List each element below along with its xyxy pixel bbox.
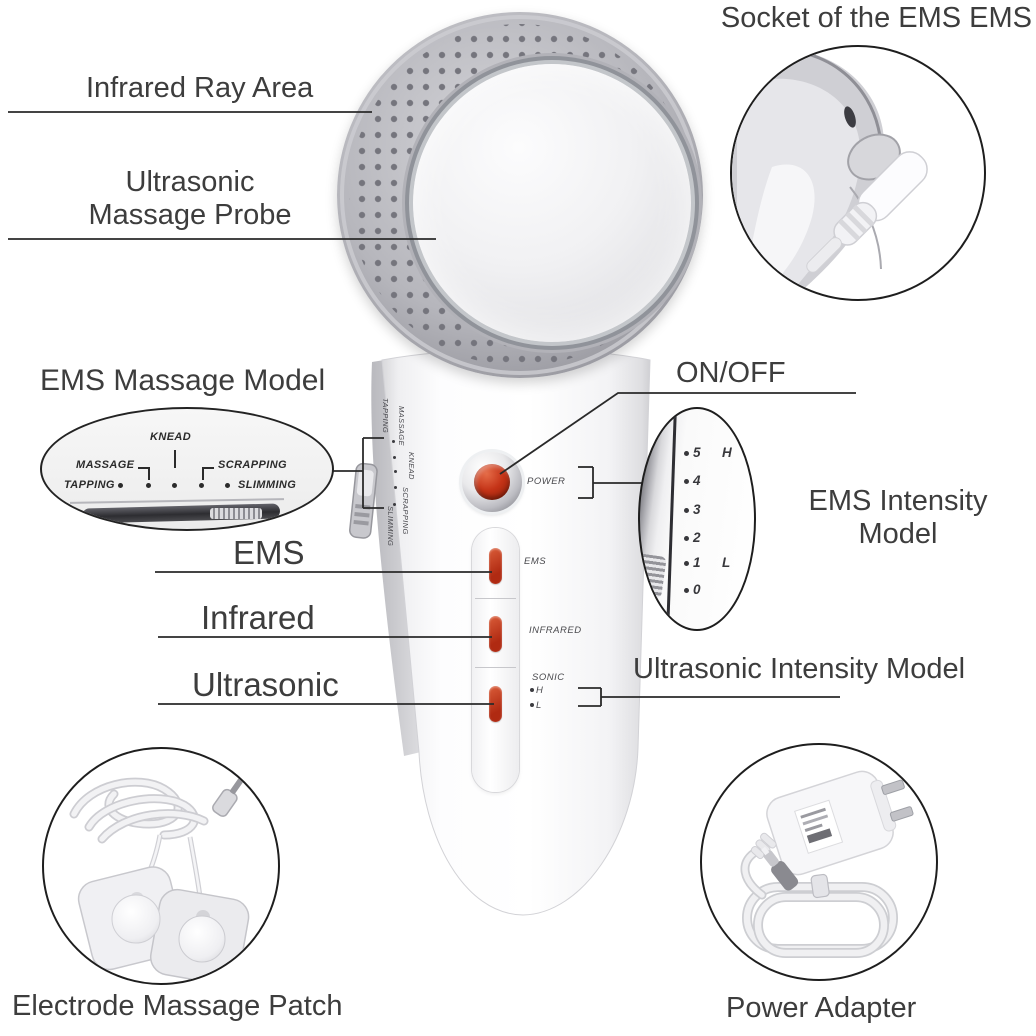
ultrasonic-label: Ultrasonic [192, 666, 339, 703]
mode-slider-switch [349, 462, 378, 539]
inset-tapping-label: TAPPING [64, 479, 115, 491]
side-mode-knead: KNEAD [407, 452, 416, 480]
mode-dot [172, 483, 177, 488]
button-divider [475, 598, 516, 599]
device-edge-line [665, 409, 677, 629]
head-outer-rim [340, 15, 700, 375]
scrapping-pointer [202, 467, 204, 480]
inset-knead-label: KNEAD [150, 431, 192, 443]
mode-dot [118, 483, 123, 488]
socket-closeup-circle [730, 45, 986, 301]
side-mode-tapping: TAPPING [381, 398, 390, 434]
intensity-level-1: 1 [684, 555, 701, 570]
sonic-low-label: L [530, 700, 542, 711]
electrode-patch-art [69, 777, 250, 983]
side-dot [394, 486, 397, 489]
intensity-level-3: 3 [684, 502, 701, 517]
audio-plug [212, 778, 244, 817]
side-mode-slimming: SLIMMING [386, 506, 395, 547]
ultrasonic-button [489, 686, 502, 722]
sonic-high-label: H [530, 685, 543, 696]
side-dot [394, 470, 397, 473]
ems-button [489, 548, 502, 584]
inset-scrapping-label: SCRAPPING [218, 459, 287, 471]
ems-massage-model-inset: KNEAD MASSAGE SCRAPPING TAPPING SLIMMING [40, 407, 334, 531]
button-divider [475, 667, 516, 668]
intensity-level-0: 0 [684, 582, 701, 597]
barrel-connector [761, 846, 799, 891]
device-side-face [371, 360, 421, 756]
infrared-button [489, 616, 502, 652]
mode-dot [146, 483, 151, 488]
mode-slider-closeup [210, 508, 262, 519]
ems-label: EMS [233, 534, 305, 571]
massage-pointer [148, 467, 150, 480]
massage-pointer [138, 467, 150, 469]
infrared-print-label: INFRARED [529, 625, 582, 636]
intensity-level-4: 4 [684, 473, 701, 488]
cable-tie [810, 873, 830, 899]
intensity-level-2: 2 [684, 530, 701, 545]
side-dot [392, 440, 395, 443]
adapter-body [766, 770, 914, 876]
electrode-patch-label: Electrode Massage Patch [12, 990, 343, 1022]
side-dot [393, 503, 396, 506]
mode-dot [225, 483, 230, 488]
electrode-patch-circle [42, 747, 280, 985]
ems-intensity-inset: 5 4 3 2 1 0 H L [638, 407, 756, 631]
on-off-label: ON/OFF [676, 357, 786, 389]
power-adapter-circle [700, 743, 938, 981]
socket-closeup-art [732, 48, 928, 299]
side-dot [393, 456, 396, 459]
device-edge-line [69, 498, 285, 504]
socket-label: Socket of the EMS EMS [720, 2, 1032, 34]
mode-dot [199, 483, 204, 488]
inset-massage-label: MASSAGE [76, 459, 135, 471]
side-mode-scrapping: SCRAPPING [401, 487, 410, 535]
ultrasonic-probe-head [413, 64, 691, 342]
power-print-label: POWER [527, 476, 566, 487]
ems-plug [806, 151, 928, 273]
inset-slimming-label: SLIMMING [238, 479, 297, 491]
knead-pointer [174, 450, 176, 468]
power-adapter-label: Power Adapter [726, 992, 917, 1024]
power-button [474, 464, 510, 500]
ems-print-label: EMS [524, 556, 547, 567]
sonic-print-label: SONIC [532, 672, 565, 683]
side-mode-massage: MASSAGE [397, 406, 406, 446]
ems-massage-model-label: EMS Massage Model [40, 364, 326, 397]
infrared-ray-area-label: Infrared Ray Area [86, 72, 314, 104]
sonic-high-dot [530, 688, 534, 693]
intensity-high-label: H [722, 445, 732, 460]
intensity-level-5: 5 [684, 445, 701, 460]
sonic-low-dot [530, 703, 534, 708]
slider-closeup [640, 553, 667, 599]
intensity-low-label: L [722, 555, 731, 570]
infrared-label: Infrared [201, 599, 315, 636]
ultrasonic-intensity-label: Ultrasonic Intensity Model [633, 653, 966, 685]
function-button-column [472, 528, 519, 792]
power-adapter-art [740, 770, 914, 958]
ems-intensity-label: EMS Intensity Model [808, 485, 988, 550]
scrapping-pointer [202, 467, 214, 469]
ultrasonic-probe-label: Ultrasonic Massage Probe [88, 166, 292, 231]
